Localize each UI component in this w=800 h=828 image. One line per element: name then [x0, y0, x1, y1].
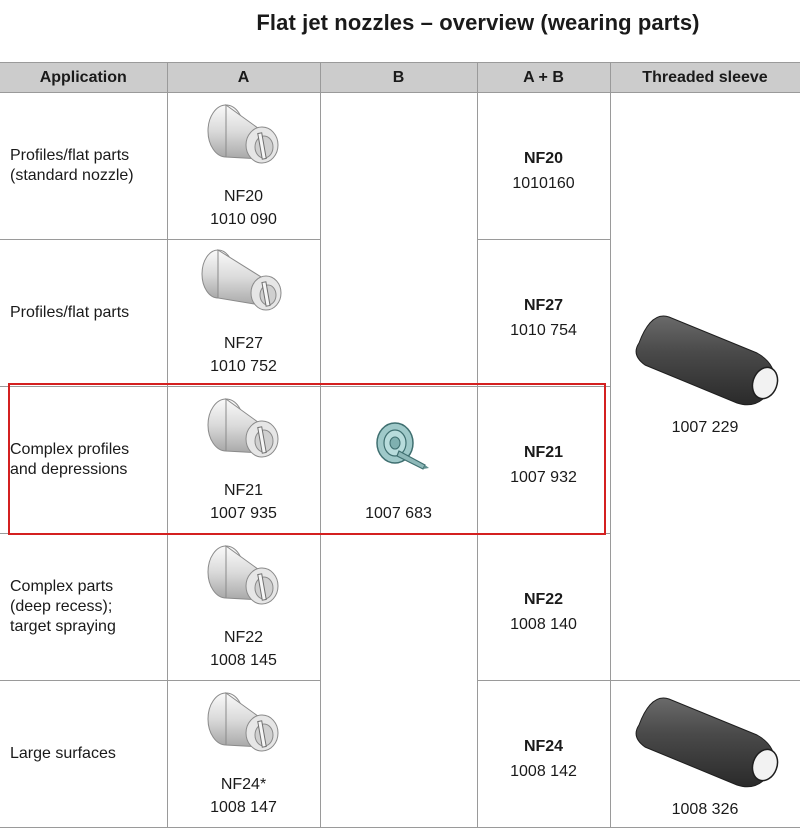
table-row: Complex profiles and depressions NF21 10…	[0, 386, 800, 534]
application-text: Complex profiles	[10, 441, 130, 458]
part-ab-name: NF24	[523, 738, 564, 755]
threaded-sleeve-icon	[635, 697, 783, 788]
page-title: Flat jet nozzles – overview (wearing par…	[256, 10, 700, 35]
header-ab: A + B	[477, 62, 611, 93]
part-ab-code: 1008 140	[510, 616, 577, 633]
table-row: Complex parts (deep recess); target spra…	[0, 533, 800, 828]
threaded-sleeve-icon	[635, 315, 783, 406]
application-cell: Profiles/flat parts	[0, 239, 168, 387]
application-text: target spraying	[10, 618, 116, 635]
application-text: Complex parts	[10, 578, 114, 595]
application-text: (standard nozzle)	[10, 167, 134, 184]
part-a-name: NF22	[223, 629, 264, 646]
part-ab-name: NF20	[523, 150, 564, 167]
part-ab-cell: NF24 1008 142	[477, 680, 611, 828]
header-application: Application	[0, 62, 168, 93]
part-a-cell: NF24* 1008 147	[167, 680, 321, 828]
nozzle-overview-table: Application A B A + B Threaded sleeve Pr…	[0, 62, 800, 828]
flat-jet-nozzle-icon	[207, 545, 278, 605]
part-a-cell: NF20 1010 090	[167, 92, 321, 240]
part-ab-cell: NF21 1007 932	[477, 386, 611, 534]
part-a-code: 1010 752	[210, 358, 277, 375]
part-a-cell: NF22 1008 145	[167, 533, 321, 681]
application-text: (deep recess);	[10, 598, 113, 615]
part-ab-cell: NF27 1010 754	[477, 239, 611, 387]
header-a: A	[167, 62, 321, 93]
threaded-sleeve-cell: 1007 229	[610, 92, 800, 681]
part-a-code: 1007 935	[210, 505, 277, 522]
spray-insert-icon	[375, 422, 429, 470]
application-text: Profiles/flat parts	[10, 304, 130, 321]
part-ab-name: NF27	[523, 297, 564, 314]
application-cell: Complex profiles and depressions	[0, 386, 168, 534]
part-ab-name: NF22	[523, 591, 564, 608]
part-a-name: NF24*	[220, 776, 267, 793]
table-row: Profiles/flat parts NF27 1010 752 NF27 1…	[0, 239, 800, 387]
application-text: and depressions	[10, 461, 128, 478]
threaded-sleeve-code: 1008 326	[671, 801, 739, 818]
part-b-empty-cell	[320, 533, 478, 828]
table-row: Profiles/flat parts (standard nozzle) NF…	[0, 92, 800, 681]
application-text: Profiles/flat parts	[10, 147, 130, 164]
flat-jet-nozzle-icon	[201, 249, 281, 311]
flat-jet-nozzle-icon	[207, 692, 278, 752]
part-ab-code: 1007 932	[510, 469, 577, 486]
threaded-sleeve-code: 1007 229	[671, 419, 739, 436]
part-a-name: NF20	[223, 188, 264, 205]
table-row: Large surfaces NF24* 1008 147 NF24 1008 …	[0, 680, 800, 828]
part-a-name: NF27	[223, 335, 264, 352]
part-ab-cell: NF20 1010160	[477, 92, 611, 240]
part-ab-cell: NF22 1008 140	[477, 533, 611, 681]
application-cell: Profiles/flat parts (standard nozzle)	[0, 92, 168, 240]
part-b-empty-cell	[320, 92, 478, 387]
header-b: B	[320, 62, 478, 93]
application-cell: Complex parts (deep recess); target spra…	[0, 533, 168, 681]
part-ab-code: 1010160	[512, 175, 575, 192]
part-a-name: NF21	[223, 482, 264, 499]
part-a-code: 1010 090	[210, 211, 277, 228]
application-text: Large surfaces	[10, 745, 116, 762]
part-a-cell: NF27 1010 752	[167, 239, 321, 387]
part-a-code: 1008 145	[210, 652, 277, 669]
part-ab-code: 1010 754	[510, 322, 577, 339]
part-a-code: 1008 147	[210, 799, 277, 816]
header-threaded-sleeve: Threaded sleeve	[610, 62, 800, 93]
part-ab-code: 1008 142	[510, 763, 577, 780]
flat-jet-nozzle-icon	[207, 104, 278, 164]
part-ab-name: NF21	[523, 444, 564, 461]
threaded-sleeve-cell: 1008 326	[610, 680, 800, 828]
part-a-cell: NF21 1007 935	[167, 386, 321, 534]
part-b-cell: 1007 683	[320, 386, 478, 534]
part-b-code: 1007 683	[365, 505, 432, 522]
application-cell: Large surfaces	[0, 680, 168, 828]
flat-jet-nozzle-icon	[207, 398, 278, 458]
